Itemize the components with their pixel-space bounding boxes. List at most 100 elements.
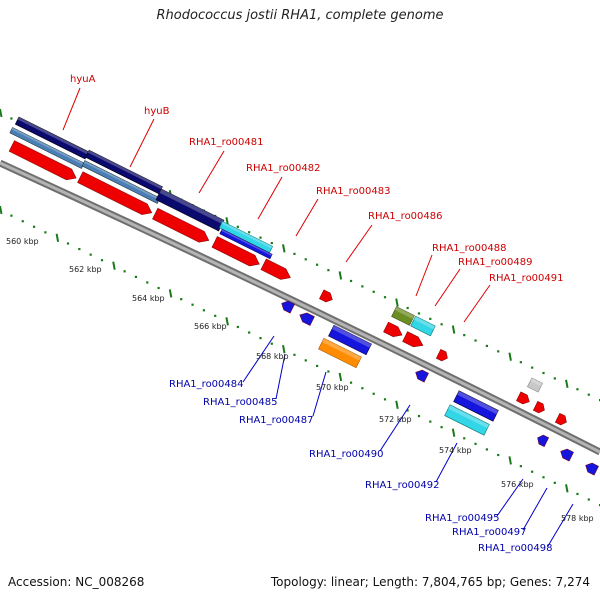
gene-bar-orange-shine (322, 338, 362, 361)
gene-arrow-red (554, 412, 567, 426)
tick-dot (361, 387, 364, 390)
tick-dot (587, 498, 590, 501)
tick-mark (168, 289, 173, 298)
gene-arrow-red-body (8, 140, 77, 181)
tick-dot (349, 279, 353, 283)
gene-arrow-blue-body (537, 434, 550, 448)
map-title: Rhodococcus jostii RHA1, complete genome (156, 8, 444, 23)
gene-label-ro00485[interactable]: RHA1_ro00485 (203, 397, 278, 408)
gene-bar-blue (328, 324, 372, 356)
leader-line-forward (62, 87, 81, 131)
gene-label-ro00488[interactable]: RHA1_ro00488 (432, 243, 507, 254)
scale-label: 566 kbp (194, 322, 227, 331)
tick-mark (282, 244, 286, 253)
gene-bar-grey-shine (530, 377, 543, 387)
leader-line-forward (129, 118, 155, 168)
gene-bar-cyan (410, 315, 436, 337)
gene-label-ro00495[interactable]: RHA1_ro00495 (425, 513, 500, 524)
tick-mark (55, 233, 60, 243)
gene-label-ro00492[interactable]: RHA1_ro00492 (365, 480, 440, 491)
accession-text: Accession: NC_008268 (8, 575, 145, 589)
gene-bar-grey-body (526, 377, 544, 393)
gene-arrow-red-body (554, 412, 567, 426)
gene-bar-blue-body (328, 324, 372, 356)
gene-label-ro00483[interactable]: RHA1_ro00483 (316, 186, 391, 197)
tick-dot (236, 225, 239, 228)
tick-dot (406, 409, 409, 412)
tick-dot (293, 252, 296, 255)
leader-line-forward (198, 150, 225, 194)
tick-dot (89, 253, 92, 256)
scale-labels: 560 kbp 562 kbp 564 kbp 566 kbp 568 kbp … (6, 237, 594, 523)
tick-mark (395, 400, 399, 409)
tick-dot (10, 214, 13, 217)
tick-dot (157, 286, 160, 290)
gene-bar-blue-body (219, 228, 273, 260)
leader-line-reverse (496, 478, 524, 517)
scale-label: 568 kbp (256, 352, 289, 361)
gene-bar-olive-body (391, 306, 415, 326)
tick-dot (191, 303, 194, 306)
gene-labels: hyuA hyuB RHA1_ro00481 RHA1_ro00482 RHA1… (62, 74, 574, 554)
genome-stats-text: Topology: linear; Length: 7,804,765 bp; … (270, 575, 590, 589)
tick-mark (565, 379, 569, 388)
gene-arrow-red (211, 236, 260, 267)
leader-line-reverse (379, 404, 411, 452)
tick-dot (383, 296, 387, 299)
gene-label-hyua[interactable]: hyuA (70, 74, 96, 85)
tick-dot (463, 437, 466, 440)
gene-arrow-red (319, 289, 333, 303)
tick-dot (214, 314, 217, 317)
tick-dot (315, 364, 319, 368)
tick-mark (565, 484, 569, 493)
gene-bar-orange (318, 337, 362, 369)
tick-dot (383, 398, 387, 401)
gene-arrow-red-body (435, 348, 448, 362)
gene-bar-steel-shine (83, 160, 160, 200)
gene-bar-cyan-body (410, 315, 436, 337)
gene-label-hyub[interactable]: hyuB (144, 106, 170, 117)
gene-arrow-red-body (211, 236, 260, 267)
tick-dot (123, 270, 126, 273)
gene-label-ro00498[interactable]: RHA1_ro00498 (478, 543, 553, 554)
gene-arrow-red-body (402, 331, 424, 348)
tick-dot (293, 353, 296, 356)
gene-bar-orange-body (318, 337, 362, 369)
tick-mark (225, 317, 229, 326)
gene-arrow-red (77, 171, 153, 215)
tick-dot (474, 442, 477, 445)
tick-dot (134, 275, 138, 278)
gene-bar-blue-body (453, 390, 499, 422)
tick-dot (463, 334, 466, 337)
tick-dot (78, 247, 81, 251)
gene-arrow-blue-body (415, 369, 429, 383)
gene-arrow-red-body (77, 171, 153, 215)
leader-line-reverse (242, 335, 275, 383)
tick-dot (44, 231, 47, 234)
scale-label: 560 kbp (6, 237, 39, 246)
gene-label-ro00489[interactable]: RHA1_ro00489 (458, 257, 533, 268)
gene-label-ro00481[interactable]: RHA1_ro00481 (189, 137, 264, 148)
scale-label: 576 kbp (501, 480, 534, 489)
tick-dot (259, 236, 262, 239)
gene-label-ro00484[interactable]: RHA1_ro00484 (169, 379, 244, 390)
gene-label-ro00490[interactable]: RHA1_ro00490 (309, 449, 384, 460)
tick-dot (349, 381, 353, 384)
gene-bar-cyan-shine (221, 221, 273, 249)
gene-label-ro00491[interactable]: RHA1_ro00491 (489, 273, 564, 284)
tick-dot (10, 117, 13, 120)
gene-label-ro00482[interactable]: RHA1_ro00482 (246, 163, 321, 174)
gene-label-ro00497[interactable]: RHA1_ro00497 (452, 527, 527, 538)
leader-line-reverse (435, 442, 458, 483)
tick-mark (508, 352, 512, 361)
gene-label-ro00486[interactable]: RHA1_ro00486 (368, 211, 443, 222)
tick-dot (417, 414, 421, 418)
gene-label-ro00487[interactable]: RHA1_ro00487 (239, 415, 314, 426)
gene-arrow-red (402, 331, 424, 348)
gene-arrow-blue-body (585, 462, 599, 476)
tick-dot (440, 426, 443, 429)
tick-dot (100, 259, 104, 262)
tick-dot (429, 420, 432, 423)
tick-dot (474, 339, 477, 342)
gene-arrow-red-body (516, 391, 530, 405)
